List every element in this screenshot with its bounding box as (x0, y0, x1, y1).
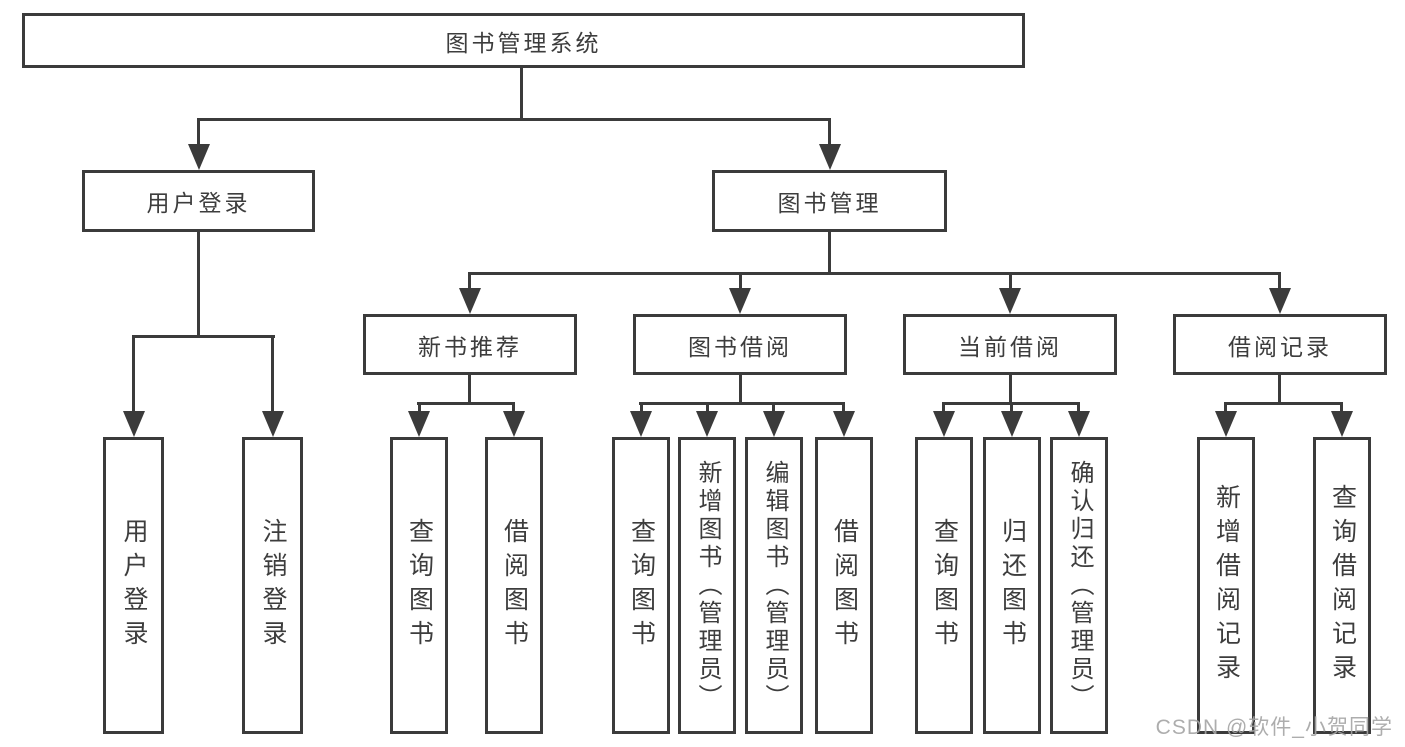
connector-line (1009, 375, 1012, 405)
arrow-down-icon (819, 144, 841, 170)
connector-line (418, 402, 421, 415)
connector-line (772, 402, 775, 415)
leaf-query-books-borrowing-label: 查询图书 (627, 517, 656, 654)
leaf-logout-label: 注销登录 (259, 517, 287, 654)
leaf-query-books-current-label: 查询图书 (930, 517, 959, 654)
connector-line (132, 335, 275, 338)
connector-line (1010, 402, 1013, 415)
connector-line (132, 335, 135, 415)
arrow-down-icon (262, 411, 284, 437)
arrow-down-icon (123, 411, 145, 437)
leaf-add-borrow-record: 新增借阅记录 (1197, 437, 1255, 734)
arrow-down-icon (999, 288, 1021, 314)
leaf-edit-book-admin-label: 编辑图书（管理员） (761, 459, 788, 712)
leaf-return-book-label: 归还图书 (998, 517, 1027, 654)
connector-line (942, 402, 945, 415)
leaf-add-book-admin-label: 新增图书（管理员） (694, 459, 721, 712)
arrow-down-icon (833, 411, 855, 437)
leaf-edit-book-admin: 编辑图书（管理员） (745, 437, 803, 734)
connector-line (828, 232, 831, 275)
leaf-user-login-label: 用户登录 (120, 517, 148, 654)
connector-line (1009, 272, 1012, 290)
watermark: CSDN @软件_小贺同学 (1155, 716, 1393, 739)
leaf-return-book: 归还图书 (983, 437, 1041, 734)
leaf-query-books-borrowing: 查询图书 (612, 437, 670, 734)
connector-line (197, 118, 831, 121)
connector-line (640, 402, 643, 415)
connector-line (468, 272, 1281, 275)
arrow-down-icon (408, 411, 430, 437)
leaf-borrow-books-recommend: 借阅图书 (485, 437, 543, 734)
leaf-add-book-admin: 新增图书（管理员） (678, 437, 736, 734)
connector-line (1224, 402, 1227, 415)
leaf-query-books-current: 查询图书 (915, 437, 973, 734)
arrow-down-icon (1068, 411, 1090, 437)
node-borrowing-records: 借阅记录 (1173, 314, 1387, 375)
connector-line (417, 402, 515, 405)
node-user-login: 用户登录 (82, 170, 315, 232)
arrow-down-icon (696, 411, 718, 437)
connector-line (706, 402, 709, 415)
arrow-down-icon (630, 411, 652, 437)
node-book-borrowing: 图书借阅 (633, 314, 847, 375)
node-current-borrowing: 当前借阅 (903, 314, 1117, 375)
connector-line (739, 375, 742, 405)
arrow-down-icon (729, 288, 751, 314)
arrow-down-icon (459, 288, 481, 314)
leaf-query-borrow-record: 查询借阅记录 (1313, 437, 1371, 734)
connector-line (468, 375, 471, 405)
leaf-borrow-books-borrowing-label: 借阅图书 (830, 517, 859, 654)
arrow-down-icon (1269, 288, 1291, 314)
connector-line (639, 402, 845, 405)
arrow-down-icon (1331, 411, 1353, 437)
connector-line (1224, 402, 1343, 405)
arrow-down-icon (188, 144, 210, 170)
arrow-down-icon (933, 411, 955, 437)
arrow-down-icon (763, 411, 785, 437)
leaf-query-borrow-record-label: 查询借阅记录 (1328, 483, 1357, 688)
node-library-management-system: 图书管理系统 (22, 13, 1025, 68)
leaf-logout: 注销登录 (242, 437, 303, 734)
node-book-management: 图书管理 (712, 170, 947, 232)
arrow-down-icon (503, 411, 525, 437)
leaf-confirm-return-admin-label: 确认归还（管理员） (1066, 459, 1093, 712)
connector-line (1278, 375, 1281, 405)
connector-line (468, 272, 471, 290)
connector-line (828, 118, 831, 146)
leaf-borrow-books-recommend-label: 借阅图书 (500, 517, 529, 654)
node-new-book-recommend: 新书推荐 (363, 314, 577, 375)
connector-line (1340, 402, 1343, 415)
connector-line (520, 68, 523, 121)
connector-line (739, 272, 742, 290)
leaf-query-books-recommend-label: 查询图书 (405, 517, 434, 654)
connector-line (1278, 272, 1281, 290)
connector-line (1077, 402, 1080, 415)
connector-line (197, 118, 200, 146)
leaf-add-borrow-record-label: 新增借阅记录 (1212, 483, 1241, 688)
arrow-down-icon (1215, 411, 1237, 437)
leaf-user-login: 用户登录 (103, 437, 164, 734)
leaf-query-books-recommend: 查询图书 (390, 437, 448, 734)
connector-line (271, 335, 274, 415)
connector-line (197, 232, 200, 338)
leaf-confirm-return-admin: 确认归还（管理员） (1050, 437, 1108, 734)
connector-line (842, 402, 845, 415)
connector-line (512, 402, 515, 415)
arrow-down-icon (1001, 411, 1023, 437)
leaf-borrow-books-borrowing: 借阅图书 (815, 437, 873, 734)
